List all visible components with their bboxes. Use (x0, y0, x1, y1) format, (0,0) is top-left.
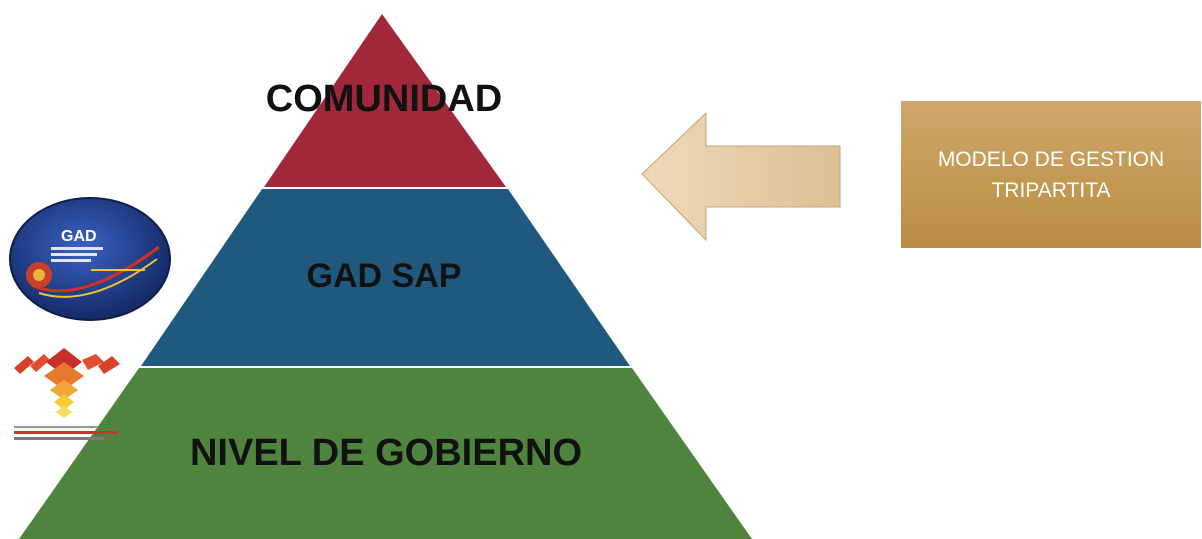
pyramid-label-top: COMUNIDAD (265, 78, 503, 120)
model-box-text: MODELO DE GESTION TRIPARTITA (937, 147, 1165, 202)
gad-logo-text: GAD (61, 228, 97, 245)
arrow-left-shape (641, 111, 841, 242)
gad-logo: GAD (9, 197, 171, 321)
province-logo (14, 348, 120, 440)
pyramid-tier-bottom (19, 368, 752, 539)
pyramid-tier-middle (141, 189, 630, 366)
pyramid-label-bottom: NIVEL DE GOBIERNO (189, 432, 583, 474)
model-box: MODELO DE GESTION TRIPARTITA (901, 101, 1201, 248)
pyramid-label-middle: GAD SAP (306, 257, 462, 295)
pyramid-tier-top (264, 14, 506, 187)
